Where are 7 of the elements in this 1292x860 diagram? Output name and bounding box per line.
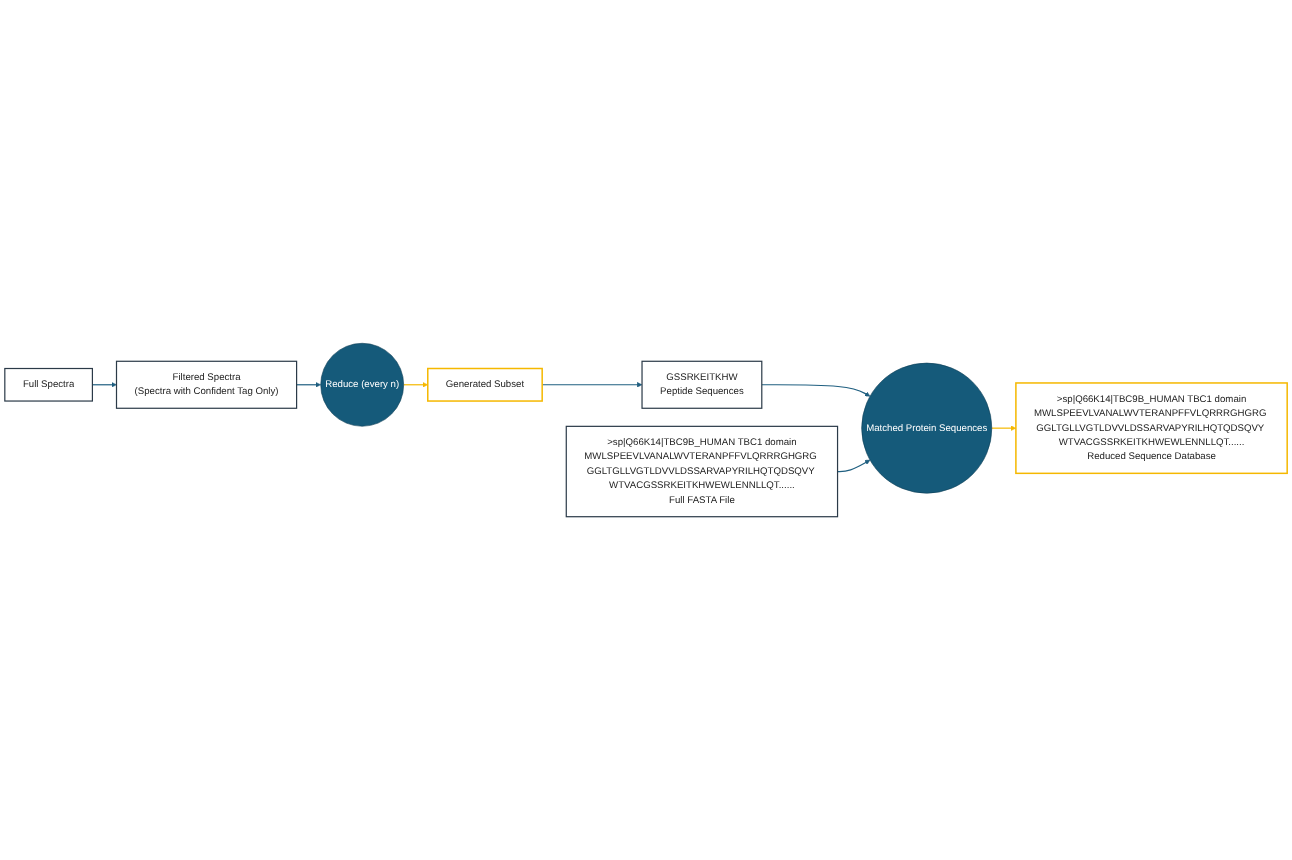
arrow xyxy=(296,382,321,388)
arrow xyxy=(991,425,1017,431)
arrow xyxy=(836,459,871,473)
arrow xyxy=(541,382,643,388)
arrow xyxy=(91,382,117,388)
arrow xyxy=(403,382,428,388)
arrow xyxy=(761,384,871,397)
